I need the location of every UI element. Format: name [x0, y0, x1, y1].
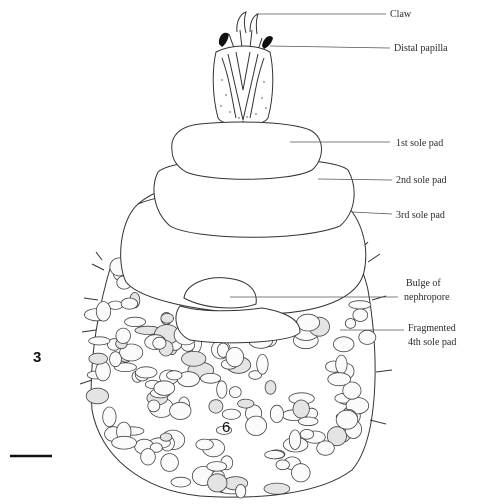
tissue-cell [265, 451, 285, 459]
tissue-cell [116, 328, 131, 343]
tissue-cell [353, 309, 368, 322]
tissue-cell [110, 352, 122, 367]
tissue-cell [300, 429, 313, 439]
tissue-cell [217, 381, 227, 398]
tissue-cell [264, 483, 290, 494]
tissue-cell [103, 407, 116, 427]
claw-drawing [219, 12, 273, 50]
tissue-cell [135, 367, 157, 378]
bulge-label-line2: nephropore [404, 292, 450, 303]
panel-number: 6 [222, 419, 230, 436]
tissue-cell [333, 337, 354, 352]
third-sole-pad-label: 3rd sole pad [396, 210, 445, 221]
tissue-cell [154, 381, 175, 396]
tissue-cell [270, 405, 283, 422]
distal-papilla-label: Distal papilla [394, 43, 448, 54]
tissue-cell [209, 400, 223, 413]
tissue-cell [89, 337, 110, 345]
tissue-cell [257, 354, 268, 374]
tissue-cell [349, 301, 371, 309]
tissue-cell [161, 313, 174, 323]
tissue-cell [170, 402, 191, 419]
tissue-cell [171, 477, 191, 487]
tissue-cell [345, 319, 355, 329]
tissue-cell [89, 353, 108, 364]
tissue-cell [153, 337, 166, 349]
tissue-cell [222, 409, 240, 419]
tissue-cell [293, 400, 309, 418]
fragmented-label-line1: Fragmented [408, 323, 456, 334]
tissue-cell [292, 464, 311, 482]
tissue-cell [96, 302, 110, 322]
tissue-cell [238, 399, 254, 408]
tissue-cell [196, 439, 213, 450]
bulge-label-line1: Bulge of [406, 278, 441, 289]
tissue-cell [112, 436, 137, 449]
plate-number: 3 [33, 349, 41, 366]
tissue-cell [298, 417, 318, 426]
tissue-cell [125, 317, 146, 326]
tissue-cell [167, 371, 182, 380]
tissue-cell [246, 416, 267, 435]
tissue-cell [160, 433, 172, 441]
first-sole-pad [172, 122, 322, 179]
tissue-cell [148, 400, 160, 412]
tissue-cell [161, 454, 179, 472]
tissue-cell [336, 355, 347, 374]
tissue-cell [359, 330, 376, 344]
first-sole-pad-label: 1st sole pad [396, 138, 443, 149]
tissue-cell [236, 484, 246, 498]
claw-label: Claw [390, 9, 412, 20]
fragmented-label-line2: 4th sole pad [408, 337, 456, 348]
tissue-cell [141, 449, 156, 465]
tissue-cell [86, 388, 108, 404]
tissue-cell [226, 347, 244, 366]
tissue-cell [328, 373, 351, 386]
tissue-cell [317, 441, 335, 455]
tissue-cell [336, 410, 358, 429]
tissue-cell [201, 373, 221, 383]
tissue-cell [276, 460, 289, 470]
tissue-cell [121, 298, 137, 309]
tissue-cell [207, 462, 227, 472]
tissue-cell [265, 381, 276, 395]
tissue-cell [229, 387, 241, 398]
tissue-cell [208, 474, 227, 492]
tissue-cell [182, 351, 206, 366]
distal-papilla-drawing [213, 46, 273, 126]
tissue-cell [289, 430, 300, 450]
second-sole-pad-label: 2nd sole pad [396, 175, 447, 186]
